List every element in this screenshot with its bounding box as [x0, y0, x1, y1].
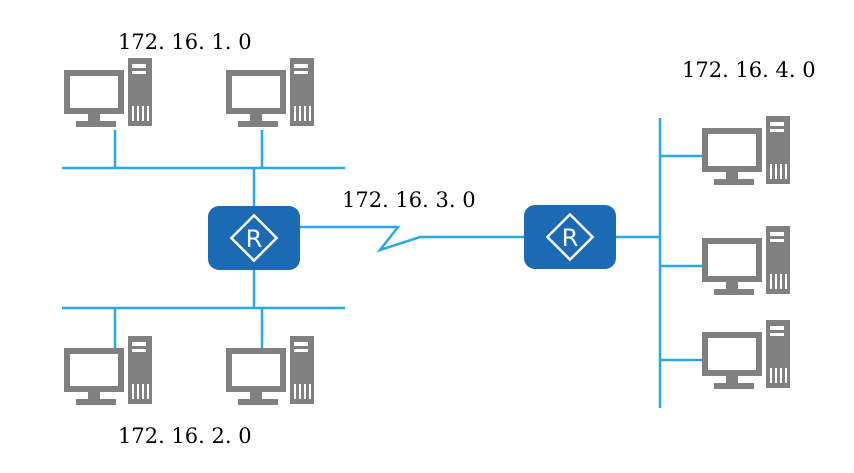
serial-link-zigzag	[300, 225, 524, 253]
label-network-172-16-2-0: 172. 16. 2. 0	[118, 424, 252, 448]
computer-icon	[226, 58, 326, 138]
computer-icon	[702, 226, 802, 306]
router-icon: R	[208, 206, 300, 270]
computer-icon	[702, 320, 802, 400]
computer-icon	[702, 116, 802, 196]
label-network-172-16-1-0: 172. 16. 1. 0	[118, 30, 252, 54]
label-network-172-16-4-0: 172. 16. 4. 0	[682, 58, 816, 82]
label-network-172-16-3-0: 172. 16. 3. 0	[342, 188, 476, 212]
computer-icon	[64, 336, 164, 416]
router-letter: R	[246, 225, 263, 253]
computer-icon	[64, 58, 164, 138]
router-letter: R	[562, 224, 579, 252]
router-icon: R	[524, 205, 616, 269]
computer-icon	[226, 336, 326, 416]
